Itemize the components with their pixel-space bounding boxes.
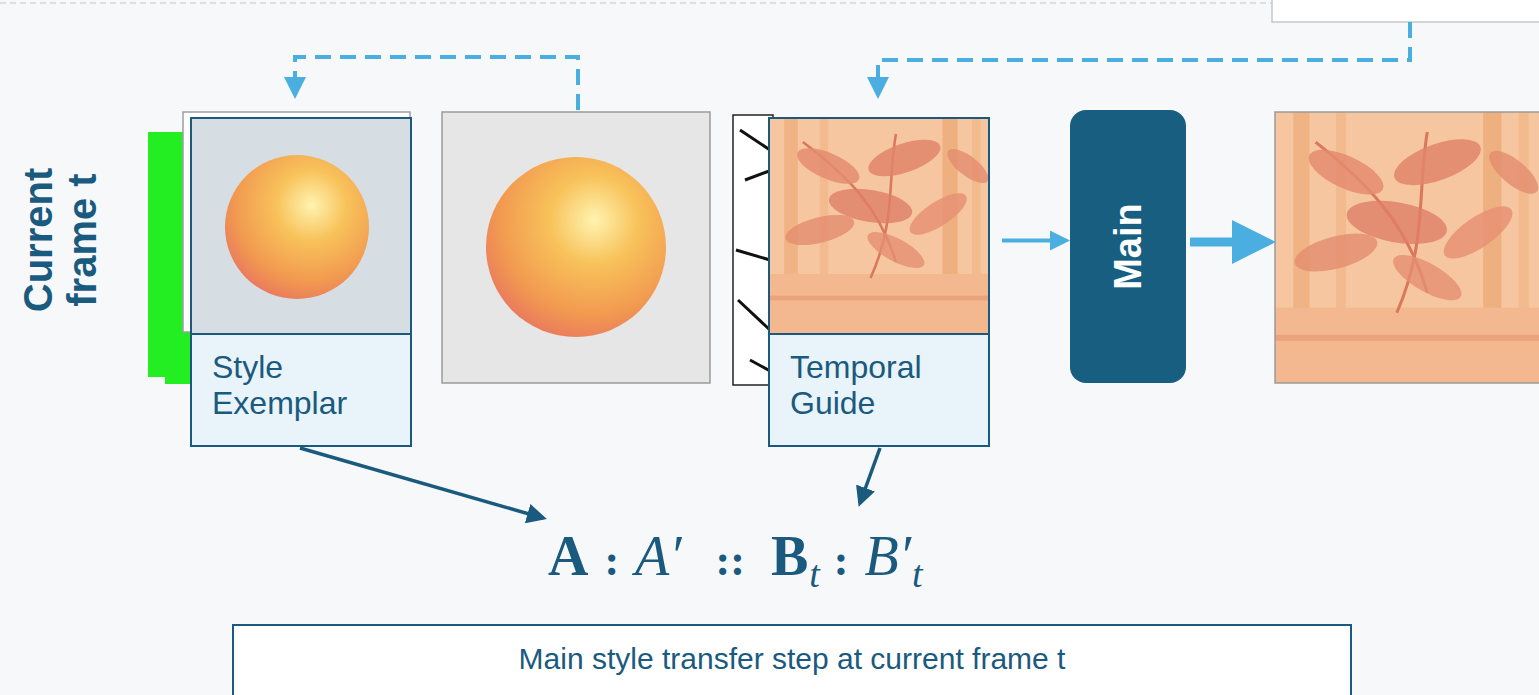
row-label: Current frame t: [16, 145, 104, 335]
formula-term: t: [809, 555, 820, 593]
sphere-image: [486, 157, 666, 337]
formula: A:A′::Bt:B′t: [548, 528, 923, 584]
temporal-guide-box: Temporal Guide: [768, 117, 990, 447]
image-slot: [770, 119, 988, 333]
process-box: Main: [1070, 110, 1186, 383]
sphere-image: [225, 155, 369, 299]
image-slot: [192, 119, 410, 333]
caption-box: Main style transfer step at current fram…: [232, 624, 1352, 695]
formula-term: t: [912, 555, 923, 593]
process-label: Main: [1107, 203, 1150, 290]
feedback-arrow: [295, 57, 578, 110]
stylized-image: [442, 112, 710, 383]
caption-text: Main style transfer step at current fram…: [234, 626, 1350, 678]
formula-term: A: [548, 528, 588, 584]
leader-arrow: [300, 448, 543, 518]
leader-arrow: [860, 448, 880, 503]
output-frame: [1275, 112, 1539, 383]
top-divider: [0, 2, 1272, 4]
temporal-guide-image: [769, 118, 994, 334]
edge-map-image: [733, 115, 773, 385]
image-label: Style Exemplar: [192, 333, 410, 445]
edge-map-lines: [736, 130, 772, 372]
formula-term: :: [834, 539, 849, 583]
panel-edge: [1272, 0, 1539, 22]
feedback-arrow: [878, 22, 1410, 88]
output-image: [1275, 112, 1539, 383]
image-label: Temporal Guide: [770, 333, 988, 445]
formula-term: B′: [864, 528, 910, 584]
formula-term: B: [771, 528, 808, 584]
output-arrow: [1190, 238, 1245, 247]
formula-term: :: [604, 539, 619, 583]
exemplar-image: [191, 118, 411, 334]
connector-arrow: [1002, 239, 1060, 243]
style-exemplar-box: Style Exemplar: [190, 117, 412, 447]
formula-term: A′: [635, 528, 681, 584]
formula-term: ::: [716, 539, 745, 583]
